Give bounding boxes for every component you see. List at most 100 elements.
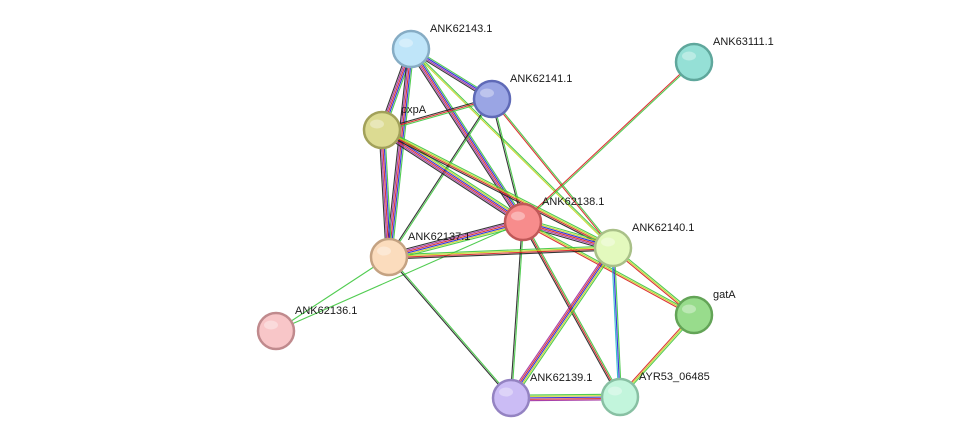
evidence-line — [380, 130, 389, 258]
node-highlight — [399, 38, 413, 48]
evidence-line — [411, 48, 614, 248]
node-label: AYR53_06485 — [639, 371, 710, 383]
evidence-line — [387, 98, 492, 257]
node-circle[interactable] — [256, 311, 296, 351]
edge-ANK62141.1-ANK62140.1[interactable] — [491, 98, 614, 249]
node-label: ANK62141.1 — [510, 73, 572, 85]
evidence-line — [508, 246, 612, 397]
evidence-line — [522, 222, 694, 317]
evidence-line — [378, 130, 387, 258]
evidence-line — [522, 221, 695, 316]
evidence-line — [491, 99, 613, 249]
node-label: ANK62139.1 — [530, 372, 592, 384]
evidence-line — [388, 257, 511, 399]
evidence-line — [380, 131, 523, 225]
edge-pxpA-ANK62137.1[interactable] — [378, 129, 393, 258]
evidence-line — [611, 248, 620, 398]
evidence-line — [612, 247, 621, 398]
evidence-line — [382, 128, 614, 248]
node-ANK62137.1[interactable] — [369, 237, 409, 277]
node-label: ANK62136.1 — [295, 305, 357, 317]
evidence-line — [388, 245, 613, 256]
edge-ANK62138.1-ANK62137.1[interactable] — [387, 218, 525, 261]
evidence-line — [509, 221, 523, 398]
evidence-line — [389, 99, 494, 258]
node-label: ANK62143.1 — [430, 23, 492, 35]
node-gatA[interactable] — [674, 295, 714, 335]
node-circle[interactable] — [503, 202, 543, 242]
evidence-line — [387, 48, 411, 257]
edge-ANK62143.1-ANK62140.1[interactable] — [410, 48, 614, 249]
edge-ANK62137.1-ANK62136.1[interactable] — [275, 256, 390, 332]
edge-pxpA-ANK62140.1[interactable] — [380, 127, 615, 251]
evidence-line — [389, 248, 614, 259]
node-ANK62140.1[interactable] — [593, 228, 633, 268]
node-label: ANK63111.1 — [713, 36, 774, 48]
node-ANK63111.1[interactable] — [674, 42, 714, 82]
node-circle[interactable] — [674, 295, 714, 335]
node-ANK62138.1[interactable] — [503, 202, 543, 242]
edge-ANK62138.1-gatA[interactable] — [522, 220, 695, 317]
edge-ANK62138.1-ANK62136.1[interactable] — [275, 221, 524, 332]
node-ANK62139.1[interactable] — [491, 378, 531, 418]
evidence-line — [391, 49, 415, 258]
node-highlight — [682, 51, 696, 61]
node-pxpA[interactable] — [362, 110, 402, 150]
evidence-line — [389, 249, 614, 260]
evidence-line — [613, 247, 622, 397]
node-circle[interactable] — [593, 228, 633, 268]
evidence-line — [382, 127, 615, 247]
evidence-line — [408, 50, 522, 224]
node-circle[interactable] — [491, 378, 531, 418]
node-circle[interactable] — [362, 110, 402, 150]
evidence-line — [492, 98, 614, 248]
evidence-line — [387, 218, 523, 255]
node-ANK62141.1[interactable] — [472, 79, 512, 119]
node-label: ANK62140.1 — [632, 222, 694, 234]
evidence-line — [389, 222, 524, 259]
evidence-line — [509, 246, 613, 398]
node-highlight — [499, 387, 513, 397]
evidence-line — [382, 129, 391, 257]
labels-layer: ANK62143.1ANK62141.1ANK63111.1pxpAANK621… — [295, 23, 774, 384]
node-highlight — [511, 211, 525, 221]
evidence-line — [389, 49, 413, 258]
node-highlight — [377, 246, 391, 256]
node-circle[interactable] — [600, 377, 640, 417]
node-AYR53_06485[interactable] — [600, 377, 640, 417]
evidence-line — [511, 222, 525, 399]
node-ANK62136.1[interactable] — [256, 311, 296, 351]
evidence-line — [510, 247, 614, 399]
edge-ANK62137.1-ANK62139.1[interactable] — [388, 256, 512, 399]
node-circle[interactable] — [472, 79, 512, 119]
evidence-line — [388, 246, 613, 257]
nodes-layer — [256, 29, 714, 418]
node-highlight — [608, 386, 622, 396]
evidence-line — [492, 98, 525, 222]
evidence-line — [523, 62, 695, 223]
node-circle[interactable] — [674, 42, 714, 82]
node-highlight — [601, 237, 615, 247]
evidence-line — [381, 130, 613, 250]
evidence-line — [523, 220, 695, 315]
evidence-line — [384, 129, 393, 257]
node-circle[interactable] — [391, 29, 431, 69]
node-ANK62143.1[interactable] — [391, 29, 431, 69]
evidence-line — [522, 61, 694, 222]
evidence-line — [388, 219, 523, 256]
node-highlight — [480, 88, 494, 98]
node-circle[interactable] — [369, 237, 409, 277]
evidence-line — [380, 131, 613, 251]
edge-ANK63111.1-ANK62138.1[interactable] — [522, 61, 695, 223]
edge-ANK62141.1-ANK62137.1[interactable] — [387, 98, 494, 258]
edge-ANK62138.1-ANK62139.1[interactable] — [509, 221, 525, 399]
node-highlight — [370, 119, 384, 129]
evidence-line — [511, 248, 615, 400]
edge-ANK62140.1-AYR53_06485[interactable] — [611, 247, 622, 398]
edge-ANK62137.1-ANK62140.1[interactable] — [388, 245, 614, 260]
evidence-line — [410, 49, 613, 249]
edge-ANK62140.1-ANK62139.1[interactable] — [508, 246, 616, 400]
evidence-line — [512, 249, 616, 400]
evidence-line — [389, 256, 512, 398]
